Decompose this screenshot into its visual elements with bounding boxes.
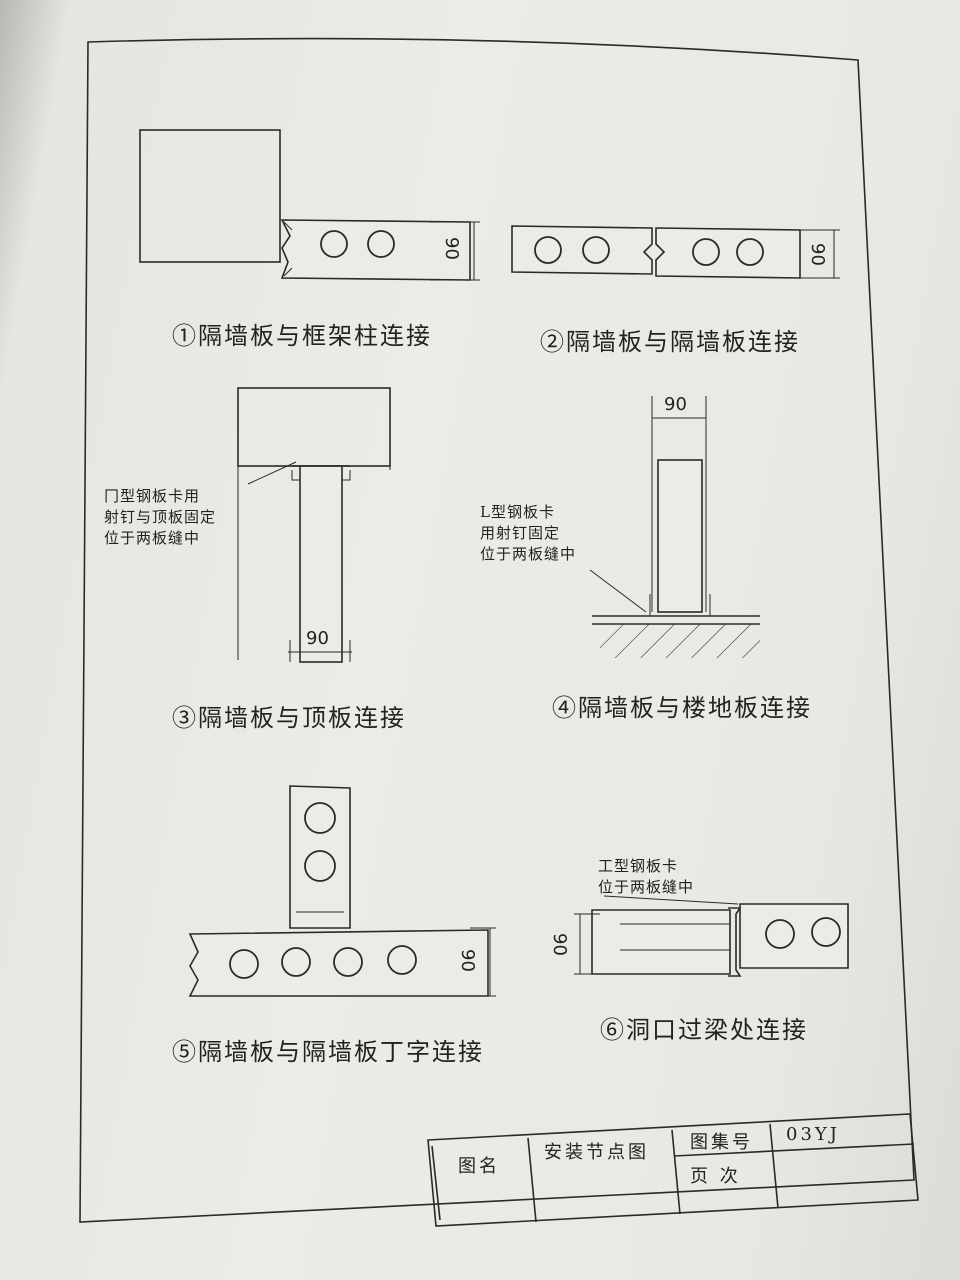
detail-4-note-line-2: 用射钉固定 xyxy=(480,524,561,542)
detail-5-dim-90: 90 xyxy=(456,949,478,972)
detail-6-note: 工型钢板卡 位于两板缝中 xyxy=(598,856,694,898)
detail-5-drawing xyxy=(188,785,496,997)
title-page-label: 页 次 xyxy=(690,1166,741,1187)
detail-4-drawing xyxy=(589,396,760,658)
detail-2-drawing xyxy=(511,225,840,279)
detail-6-drawing xyxy=(574,895,849,977)
detail-4-note: L型钢板卡 用射钉固定 位于两板缝中 xyxy=(480,502,576,565)
title-name-value: 安装节点图 xyxy=(544,1142,649,1163)
sheet-border xyxy=(79,37,915,1223)
detail-1-dim-90: 90 xyxy=(440,237,462,260)
detail-4-note-line-3: 位于两板缝中 xyxy=(480,545,577,563)
detail-2-caption: ②隔墙板与隔墙板连接 xyxy=(540,328,800,356)
detail-3-note: 冂型钢板卡用 射钉与顶板固定 位于两板缝中 xyxy=(104,486,216,549)
detail-4-dim-90: 90 xyxy=(664,394,687,415)
detail-3-note-line-2: 射钉与顶板固定 xyxy=(104,508,217,526)
detail-1-caption: ①隔墙板与框架柱连接 xyxy=(172,322,432,350)
detail-4-caption: ④隔墙板与楼地板连接 xyxy=(552,694,812,722)
detail-3-dim-90: 90 xyxy=(306,628,329,649)
title-name-label: 图名 xyxy=(458,1156,500,1177)
detail-4-note-line-1: L型钢板卡 xyxy=(480,503,555,521)
detail-6-note-line-1: 工型钢板卡 xyxy=(598,857,679,875)
detail-1-drawing xyxy=(139,129,480,281)
detail-3-note-line-1: 冂型钢板卡用 xyxy=(104,487,201,505)
detail-6-caption: ⑥洞口过梁处连接 xyxy=(600,1016,808,1044)
detail-3-note-line-3: 位于两板缝中 xyxy=(104,529,201,547)
detail-6-dim-90: 90 xyxy=(548,933,570,956)
detail-2-dim-90: 90 xyxy=(806,243,828,266)
detail-3-caption: ③隔墙板与顶板连接 xyxy=(172,704,406,732)
title-atlas-label: 图集号 xyxy=(690,1132,753,1153)
detail-3-drawing xyxy=(237,387,391,663)
title-block xyxy=(427,1113,919,1227)
detail-6-note-line-2: 位于两板缝中 xyxy=(598,878,695,896)
title-atlas-value: 03YJ xyxy=(786,1124,841,1145)
detail-5-caption: ⑤隔墙板与隔墙板丁字连接 xyxy=(172,1038,484,1066)
